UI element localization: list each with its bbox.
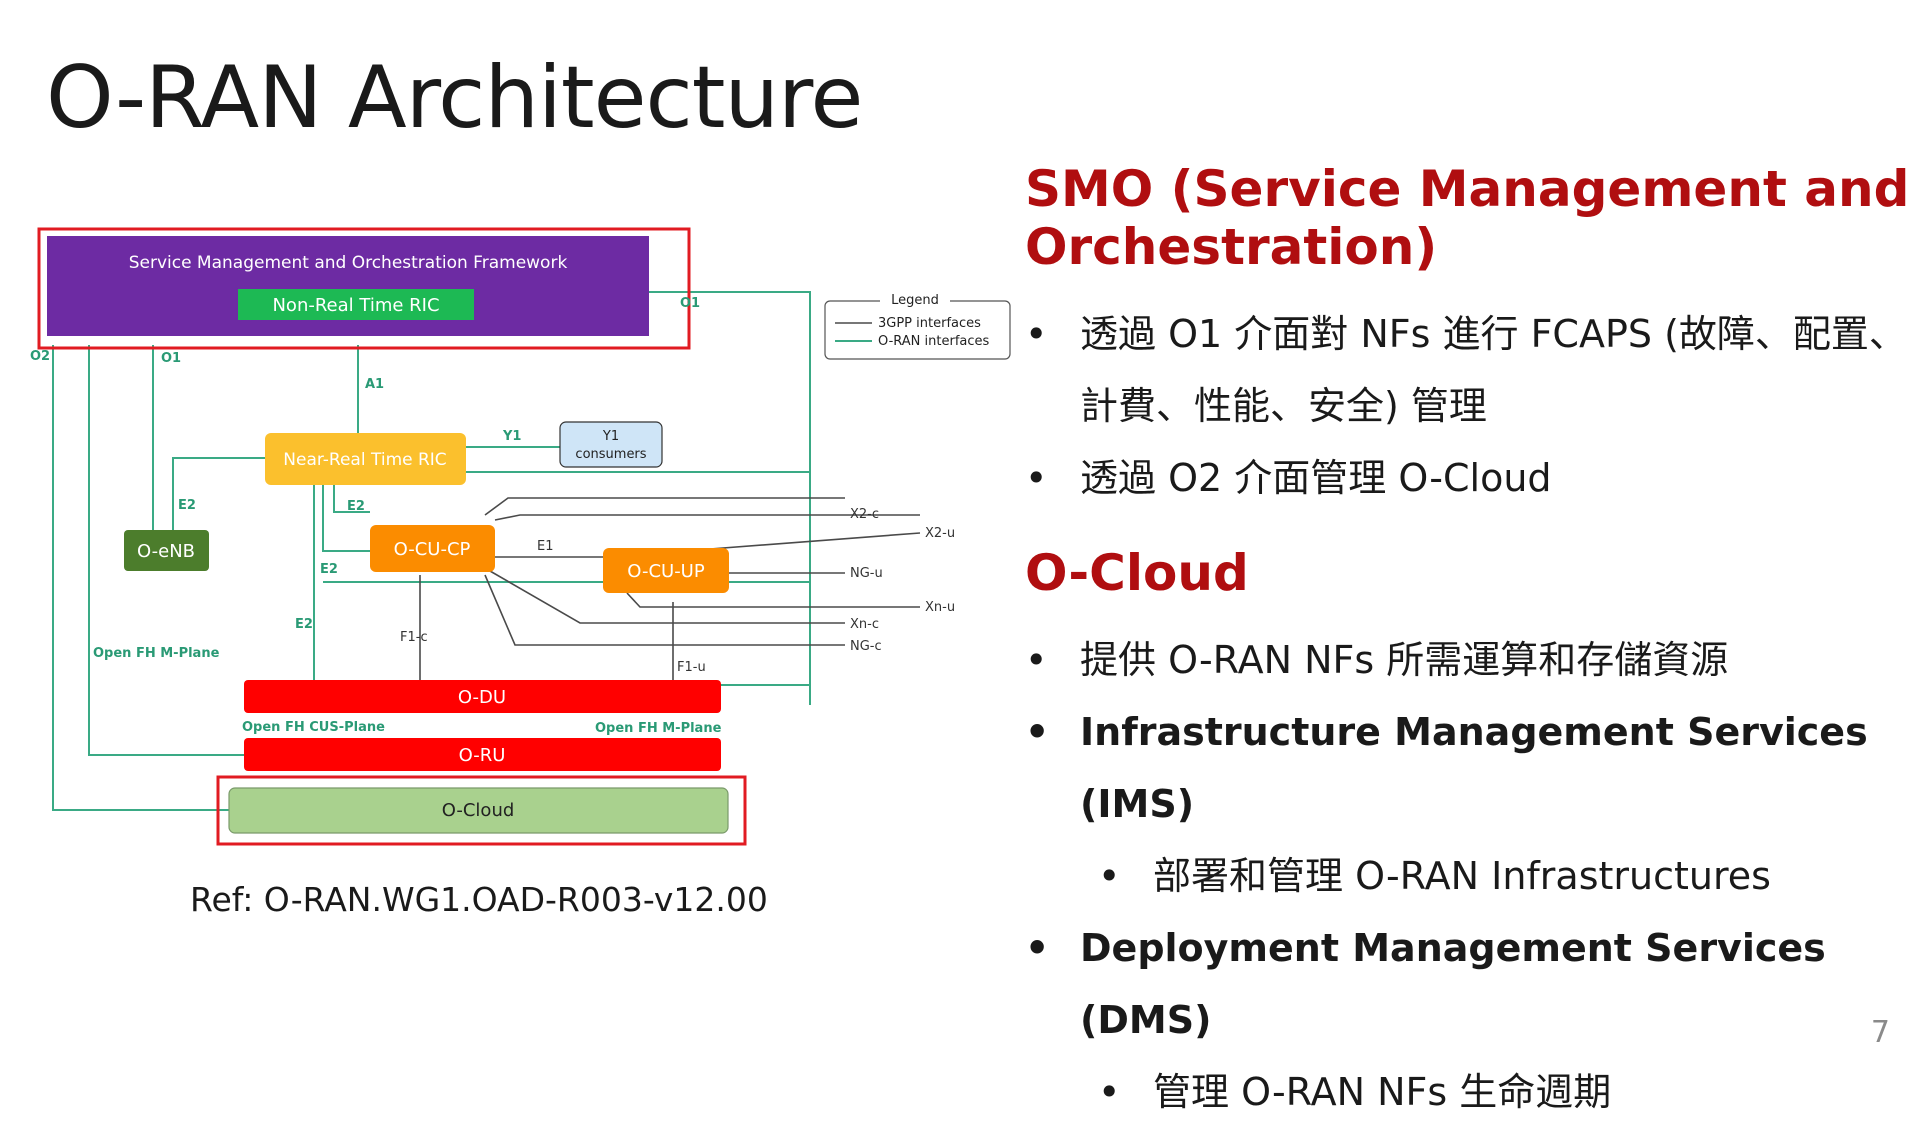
o-cloud-highlight-box — [216, 775, 747, 846]
o-du-box — [244, 680, 721, 713]
reference-caption: Ref: O-RAN.WG1.OAD-R003-v12.00 — [190, 880, 768, 919]
o-cloud-label: O-Cloud — [442, 800, 515, 821]
f1c-label: F1-c — [400, 630, 428, 645]
e2-label-enb: E2 — [178, 498, 196, 513]
near-rt-ric-box — [265, 433, 466, 485]
o-cu-cp-box — [370, 525, 495, 572]
xnu-label: Xn-u — [925, 600, 955, 615]
o1-label-left: O1 — [161, 351, 181, 366]
open-fh-m-plane-label-left: Open FH M-Plane — [93, 646, 220, 661]
y1-label: Y1 — [502, 429, 521, 444]
e2-label-du: E2 — [295, 617, 313, 632]
y1-consumers-box — [559, 421, 663, 468]
smo-framework-box — [47, 236, 649, 336]
legend: Legend 3GPP interfaces O-RAN interfaces — [824, 291, 1011, 360]
o-enb-label: O-eNB — [137, 541, 195, 562]
e2-label-cuup: E2 — [320, 562, 338, 577]
o-cloud-bullet-dms: Deployment Management Services (DMS) — [1025, 912, 1915, 1056]
near-rt-ric-label: Near-Real Time RIC — [283, 450, 446, 470]
legend-oran-label: O-RAN interfaces — [878, 334, 990, 349]
o-cloud-bullet-ims: Infrastructure Management Services (IMS) — [1025, 696, 1915, 840]
o-cloud-sub-bullet-ims: 部署和管理 O-RAN Infrastructures — [1098, 840, 1915, 912]
a1-label: A1 — [365, 377, 384, 392]
o-enb-box — [124, 530, 209, 571]
o-cloud-sub-bullet-dms: 管理 O-RAN NFs 生命週期 — [1098, 1056, 1915, 1128]
3gpp-interface-lines — [419, 497, 921, 680]
page-number: 7 — [1870, 1015, 1890, 1050]
slide-title: O-RAN Architecture — [46, 48, 863, 148]
o2-label: O2 — [30, 349, 50, 364]
o1-label-smo: O1 — [680, 296, 700, 311]
smo-bullet-fcaps: 透過 O1 介面對 NFs 進行 FCAPS (故障、配置、計費、性能、安全) … — [1025, 298, 1915, 442]
smo-bullet-o2: 透過 O2 介面管理 O-Cloud — [1025, 442, 1915, 514]
o-ru-box — [244, 738, 721, 771]
o-cu-up-label: O-CU-UP — [627, 561, 705, 582]
o-cloud-box — [228, 787, 729, 834]
o-cloud-bullet-resources: 提供 O-RAN NFs 所需運算和存儲資源 — [1025, 624, 1915, 696]
oran-interface-lines — [52, 291, 811, 811]
xnc-label: Xn-c — [850, 617, 879, 632]
o-du-label: O-DU — [458, 687, 506, 708]
e1-label: E1 — [537, 539, 554, 554]
smo-section-title: SMO (Service Management and Orchestratio… — [1025, 160, 1910, 276]
o-cloud-section-title: O-Cloud — [1025, 544, 1249, 602]
o-cloud-bullet-list: 提供 O-RAN NFs 所需運算和存儲資源 Infrastructure Ma… — [1025, 624, 1915, 1128]
non-rt-ric-label: Non-Real Time RIC — [272, 295, 439, 316]
e2-label-cucp: E2 — [347, 499, 365, 514]
x2u-label: X2-u — [925, 526, 955, 541]
description-panel: SMO (Service Management and Orchestratio… — [1025, 160, 1915, 1128]
ngu-label: NG-u — [850, 566, 883, 581]
ngc-label: NG-c — [850, 639, 882, 654]
legend-title: Legend — [891, 293, 939, 308]
legend-3gpp-label: 3GPP interfaces — [878, 316, 981, 331]
y1-consumers-line2: consumers — [575, 447, 646, 462]
smo-highlight-box — [37, 227, 691, 350]
o-cu-cp-label: O-CU-CP — [394, 539, 471, 560]
f1u-label: F1-u — [677, 660, 706, 675]
x2c-label: X2-c — [850, 507, 879, 522]
open-fh-m-plane-label-right: Open FH M-Plane — [595, 721, 722, 736]
open-fh-cus-plane-label: Open FH CUS-Plane — [242, 720, 385, 735]
smo-framework-label: Service Management and Orchestration Fra… — [129, 253, 568, 273]
o-cu-up-box — [603, 548, 729, 593]
non-rt-ric-box — [238, 289, 474, 320]
smo-bullet-list: 透過 O1 介面對 NFs 進行 FCAPS (故障、配置、計費、性能、安全) … — [1025, 298, 1915, 514]
oran-architecture-diagram: Service Management and Orchestration Fra… — [30, 227, 1011, 846]
o-ru-label: O-RU — [459, 745, 506, 766]
y1-consumers-line1: Y1 — [602, 429, 619, 444]
